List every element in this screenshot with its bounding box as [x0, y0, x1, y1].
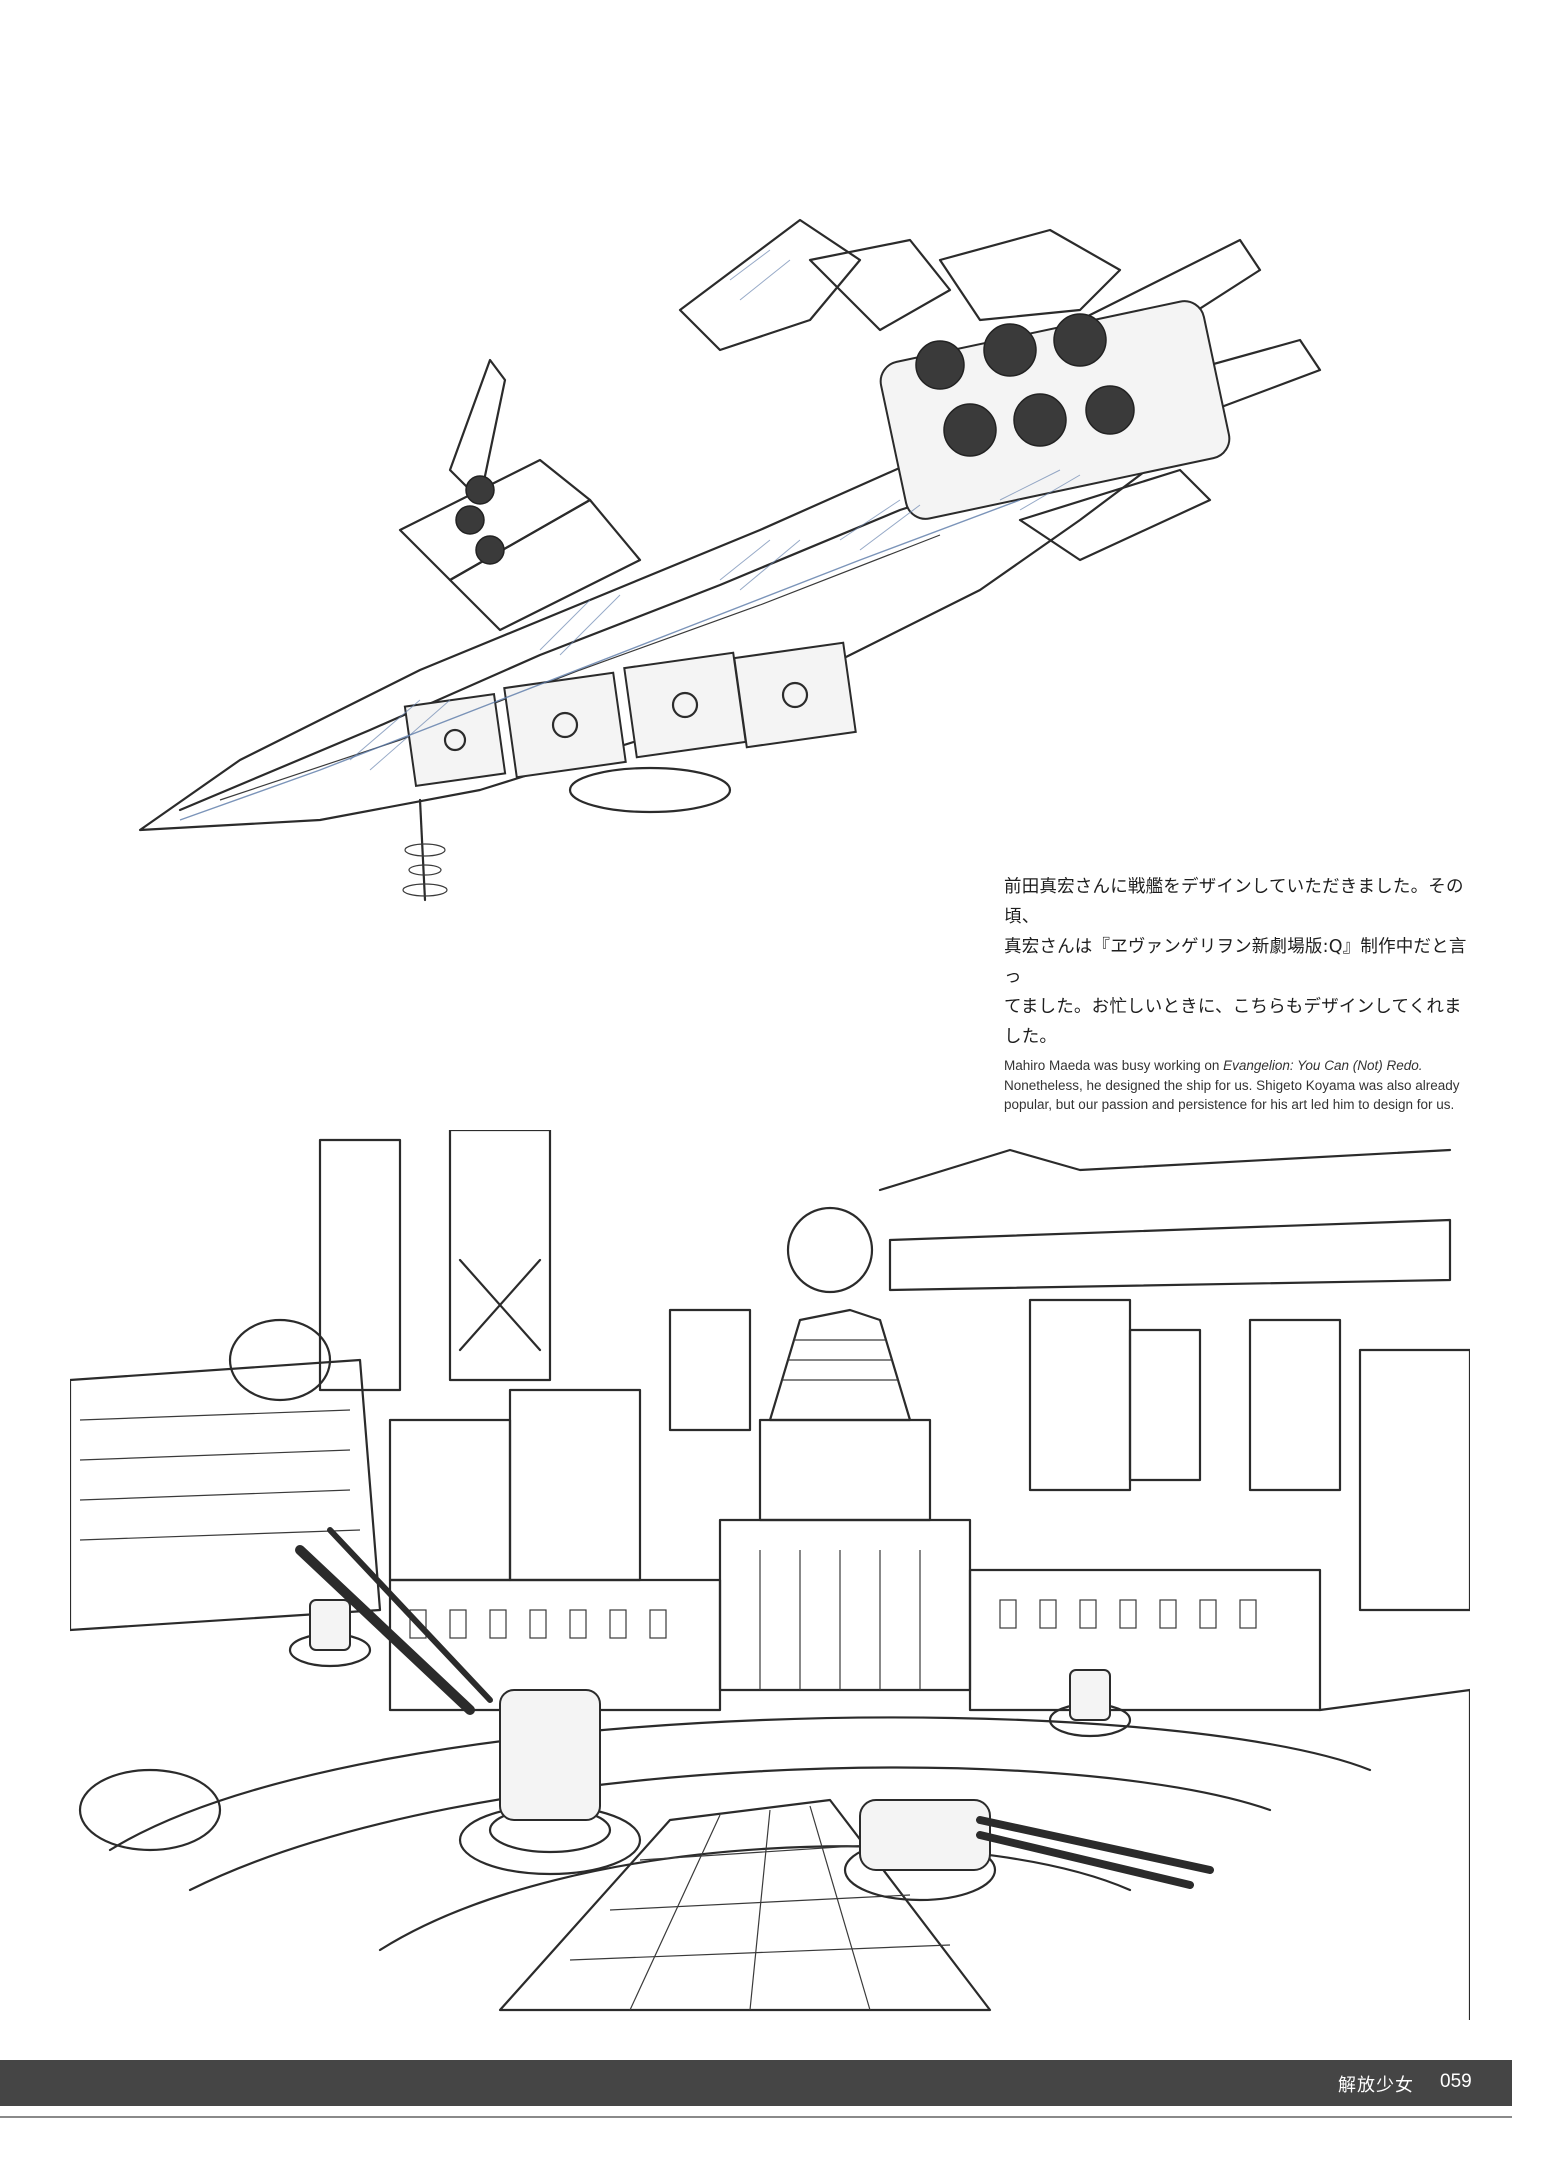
footer-rule: [0, 2116, 1512, 2118]
city-deck-sketch-illustration: [70, 1130, 1470, 2020]
page-number: 059: [1440, 2071, 1472, 2092]
caption-en-work-title: Evangelion: You Can (Not) Redo.: [1223, 1058, 1423, 1073]
caption-jp-line-1: 前田真宏さんに戦艦をデザインしていただきました。その頃、: [1004, 877, 1464, 927]
footer-bar: [0, 2060, 1512, 2106]
caption-english: Mahiro Maeda was busy working on Evangel…: [1004, 1056, 1474, 1115]
caption-jp-line-3: てました。お忙しいときに、こちらもデザインしてくれました。: [1004, 997, 1462, 1047]
warship-sketch-illustration: [138, 218, 1322, 902]
footer-book-title: 解放少女: [1338, 2075, 1414, 2096]
caption-en-part-1: Mahiro Maeda was busy working on: [1004, 1058, 1224, 1073]
caption-block: 前田真宏さんに戦艦をデザインしていただきました。その頃、 真宏さんは『ヱヴァンゲ…: [1004, 872, 1474, 1115]
caption-en-part-2: Nonetheless, he designed the ship for us…: [1004, 1077, 1460, 1113]
caption-jp-line-2: 真宏さんは『ヱヴァンゲリヲン新劇場版:Q』制作中だと言っ: [1004, 937, 1467, 987]
caption-japanese: 前田真宏さんに戦艦をデザインしていただきました。その頃、 真宏さんは『ヱヴァンゲ…: [1004, 872, 1474, 1052]
